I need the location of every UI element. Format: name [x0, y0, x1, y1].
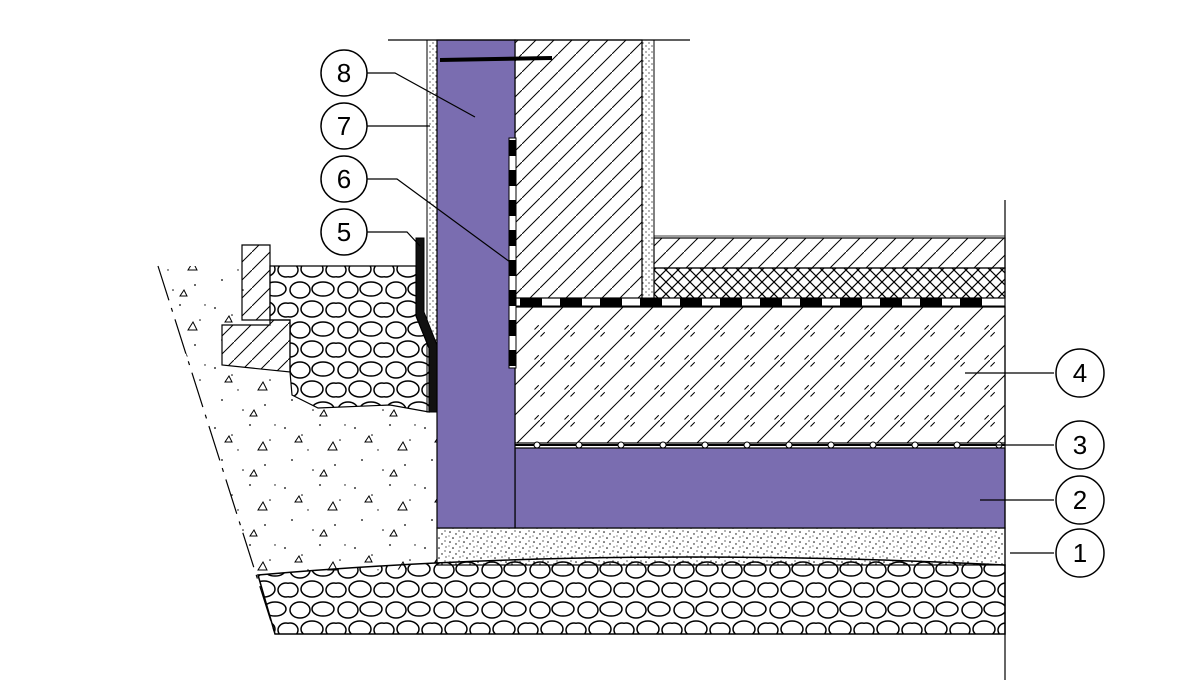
callout-4: 4	[1055, 348, 1105, 398]
callout-label: 7	[337, 111, 351, 141]
callout-8: 8	[320, 49, 368, 97]
leader-lines	[367, 72, 1054, 554]
masonry-wall	[514, 39, 643, 299]
floor-insulation-board	[514, 447, 1006, 529]
callout-6: 6	[320, 155, 368, 203]
floor-screed-layer	[653, 267, 1006, 299]
callout-3: 3	[1055, 420, 1105, 470]
callout-2: 2	[1055, 475, 1105, 525]
callout-label: 4	[1073, 358, 1087, 388]
callout-5: 5	[320, 208, 368, 256]
soil-backfill	[158, 266, 437, 634]
concrete-floor-slab	[514, 306, 1006, 444]
floor-waterproofing-strip	[514, 297, 1006, 307]
wall-insulation-board	[436, 39, 516, 529]
callout-7: 7	[320, 102, 368, 150]
wall-damp-proof-strip	[508, 137, 517, 369]
callout-label: 6	[337, 164, 351, 194]
callout-label: 8	[337, 58, 351, 88]
interior-plaster	[641, 39, 655, 299]
callout-label: 1	[1073, 538, 1087, 568]
callout-label: 5	[337, 217, 351, 247]
callout-label: 3	[1073, 430, 1087, 460]
callout-1: 1	[1055, 528, 1105, 578]
gravel-base-layer	[257, 556, 1006, 635]
callout-label: 2	[1073, 485, 1087, 515]
separation-membrane	[515, 441, 1005, 449]
drainage-gravel	[269, 265, 430, 413]
sand-bedding-layer	[436, 527, 1006, 566]
floor-finish-layer	[653, 237, 1006, 269]
insulation-anchor	[440, 56, 552, 62]
